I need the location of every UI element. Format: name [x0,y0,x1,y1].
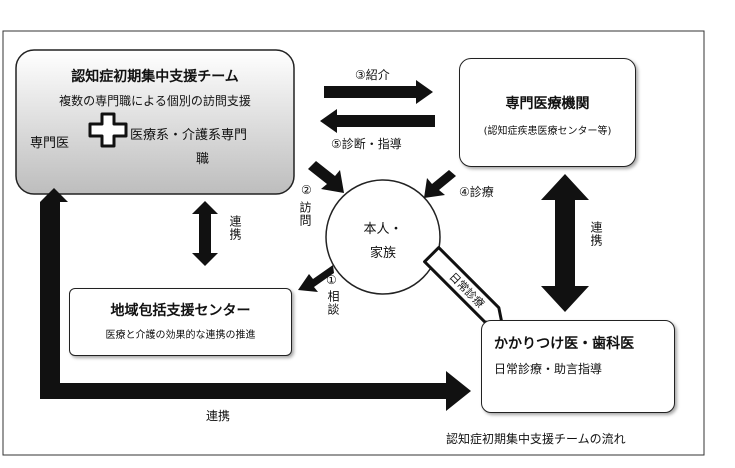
family-doctor-subtitle: 日常診療・助言指導 [494,362,603,376]
person-circle [325,179,441,295]
introduce-label: ③紹介 [355,68,390,82]
family-doctor-box [481,320,675,413]
diagnose-arrow [320,109,435,133]
exam-label: ④診療 [459,185,494,199]
introduce-arrow [324,80,433,104]
visit-arrow [308,161,344,193]
person-label-line1: 本人・ [363,222,403,237]
consult-arrow [298,265,334,292]
team-staff-label-cont: 職 [196,152,210,167]
specialist-subtitle: (認知症疾患医療センター等) [483,126,612,137]
specialist-familydoctor-double-arrow [541,174,589,312]
diagram-caption: 認知症初期集中支援チームの流れ [446,432,626,446]
team-familydoctor-arrow [40,188,471,411]
community-box [69,288,292,356]
specialist-box [459,58,636,167]
team-doctor-label: 専門医 [30,136,70,151]
team-community-double-arrow [192,201,218,266]
renkei-left-label: 連携 [228,215,242,241]
outer-frame [2,30,705,456]
consult-label: 相談 [326,290,340,316]
visit-label: 訪問 [298,201,312,227]
medical-cross-icon [88,112,128,148]
person-label-line2: 家族 [369,246,396,261]
team-title: 認知症初期集中支援チーム [71,69,239,85]
family-doctor-title: かかりつけ医・歯科医 [494,336,635,352]
renkei-right-label: 連携 [589,221,603,247]
renkei-bottom-label: 連携 [206,409,231,423]
visit-number: ② [301,183,312,197]
team-subtitle: 複数の専門職による個別の訪問支援 [59,94,251,108]
diagnose-label: ⑤診断・指導 [331,137,402,151]
community-subtitle: 医療と介護の効果的な連携の推進 [105,330,256,341]
community-title: 地域包括支援センター [110,303,251,319]
team-staff-label: 医療系・介護系専門 [130,128,248,143]
specialist-title: 専門医療機関 [505,96,590,112]
team-box [15,49,295,195]
consult-number: ① [326,273,337,287]
exam-arrow [424,170,456,198]
